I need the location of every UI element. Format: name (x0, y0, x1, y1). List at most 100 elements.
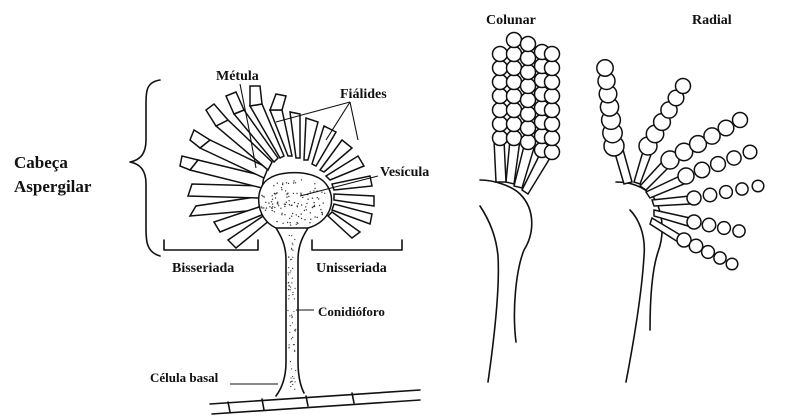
vesicle-stipple-dot (275, 197, 276, 198)
conidium (507, 117, 522, 132)
vesicle-stipple-dot (293, 193, 294, 194)
vesicle-stipple-dot (320, 209, 321, 210)
label-fialides: Fiálides (340, 87, 387, 102)
stalk-stipple-dot (295, 370, 296, 371)
conidium (507, 103, 522, 118)
vesicle-stipple-dot (281, 213, 282, 214)
conidium (521, 93, 536, 108)
vesicle-stipple-dot (288, 183, 289, 184)
conidium (704, 128, 720, 144)
vesicle-stipple-dot (304, 219, 305, 220)
vesicle-stipple-dot (324, 193, 325, 194)
label-colunar: Colunar (486, 13, 536, 28)
vesicle-stipple-dot (278, 205, 279, 206)
vesicle-stipple-dot (266, 207, 267, 208)
vesicle-stipple-dot (286, 196, 287, 197)
vesicle-stipple-dot (291, 205, 292, 206)
conidium (545, 61, 560, 76)
stalk-stipple-dot (290, 386, 291, 387)
vesicle-stipple-dot (263, 207, 264, 208)
conidium (736, 183, 748, 195)
stalk-stipple-dot (289, 272, 290, 273)
stalk-stipple-dot (292, 268, 293, 269)
stalk-stipple-dot (292, 250, 293, 251)
stalk-stipple-dot (294, 389, 295, 390)
vesicle-stipple-dot (314, 183, 315, 184)
vesicle-stipple-dot (313, 190, 314, 191)
conidium (702, 246, 715, 259)
vesicle-stipple-dot (291, 216, 292, 217)
vesicle-stipple-dot (287, 193, 288, 194)
stalk-stipple-dot (288, 282, 289, 283)
vesicle-stipple-dot (296, 222, 297, 223)
vesicle-stipple-dot (274, 193, 275, 194)
vesicle-stipple-dot (300, 194, 301, 195)
conidium (545, 131, 560, 146)
radial-head (597, 60, 764, 382)
vesicle-stipple-dot (306, 203, 307, 204)
conidium (733, 225, 745, 237)
vesicle-stipple-dot (294, 202, 295, 203)
vesicle-stipple-dot (298, 203, 299, 204)
conidium (507, 61, 522, 76)
conidium (493, 131, 508, 146)
stalk-stipple-dot (291, 235, 292, 236)
label-cabeca-line1: Cabeça (14, 153, 68, 172)
vesicle-stipple-dot (277, 202, 278, 203)
conidium (545, 103, 560, 118)
conidiophore-stalk (276, 228, 308, 396)
stalk-stipple-dot (288, 295, 289, 296)
stalk-stipple-dot (292, 257, 293, 258)
stalk-stipple-dot (294, 298, 295, 299)
conidium (597, 60, 613, 76)
label-bisseriada: Bisseriada (172, 261, 234, 276)
stalk-stipple-dot (292, 292, 293, 293)
stalk-stipple-dot (294, 351, 295, 352)
vesicle-stipple-dot (301, 213, 302, 214)
stalk-stipple-dot (288, 289, 289, 290)
vesicle-stipple-dot (322, 214, 323, 215)
stalk-stipple-dot (291, 317, 292, 318)
conidium (714, 252, 726, 264)
conidium (743, 145, 757, 159)
stalk-stipple-dot (289, 235, 290, 236)
conidium (718, 222, 731, 235)
stalk-stipple-dot (289, 347, 290, 348)
vesicle-stipple-dot (317, 197, 318, 198)
vesicle-stipple-dot (281, 214, 282, 215)
stalk-stipple-dot (292, 376, 293, 377)
stalk-stipple-dot (290, 377, 291, 378)
vesicle-stipple-dot (276, 221, 277, 222)
vesicle-stipple-dot (271, 201, 272, 202)
vesicle-stipple-dot (265, 202, 266, 203)
main-aspergillus-structure (130, 80, 420, 414)
vesicle-stipple-dot (296, 214, 297, 215)
vesicle-stipple-dot (319, 205, 320, 206)
stalk-stipple-dot (295, 330, 296, 331)
vesicle-stipple-dot (313, 206, 314, 207)
vesicle-stipple-dot (321, 192, 322, 193)
vesicle-stipple-dot (317, 217, 318, 218)
conidium (702, 218, 715, 231)
stalk-stipple-dot (288, 267, 289, 268)
vesicle-stipple-dot (302, 197, 303, 198)
conidium (545, 75, 560, 90)
conidium (493, 61, 508, 76)
vesicle-stipple-dot (274, 207, 275, 208)
vesicle-stipple-dot (287, 222, 288, 223)
vesicle-stipple-dot (271, 208, 272, 209)
vesicle-stipple-dot (314, 216, 315, 217)
vesicle-stipple-dot (276, 193, 277, 194)
conidium (521, 51, 536, 66)
vesicle-stipple-dot (290, 222, 291, 223)
conidium (545, 117, 560, 132)
conidium (493, 117, 508, 132)
conidium (726, 258, 738, 270)
stalk-stipple-dot (292, 381, 293, 382)
vesicle-stipple-dot (288, 200, 289, 201)
conidium (545, 47, 560, 62)
label-radial: Radial (692, 13, 732, 28)
stalk-stipple-dot (291, 259, 292, 260)
vesicle-stipple-dot (307, 199, 308, 200)
conidium (733, 113, 748, 128)
